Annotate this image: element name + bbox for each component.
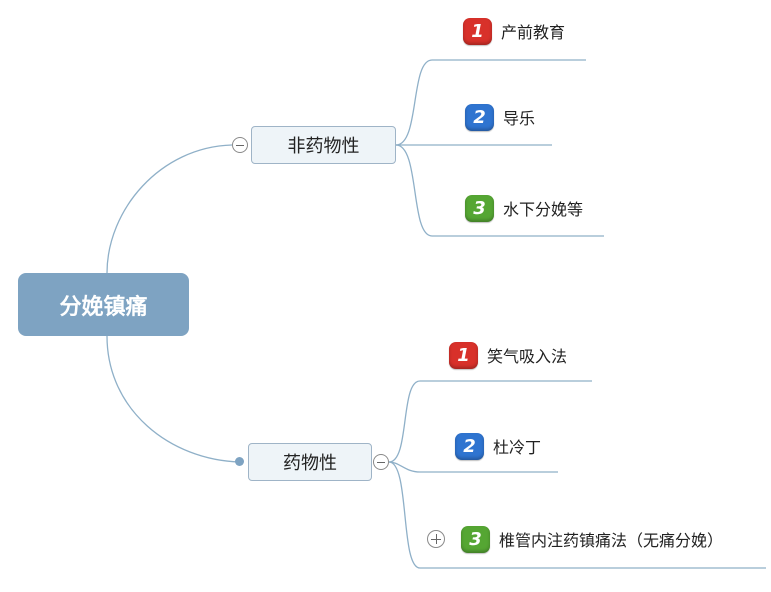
leaf-item[interactable]: 1 产前教育 [463, 16, 565, 46]
nondrug-to-leaf1-connector [395, 59, 586, 146]
drug-to-leaf3-connector [388, 461, 766, 569]
leaf-item[interactable]: 3 椎管内注药镇痛法（无痛分娩） [461, 524, 723, 554]
root-topic[interactable]: 分娩镇痛 [18, 273, 189, 336]
leaf-label: 水下分娩等 [503, 200, 584, 219]
leaf-item[interactable]: 2 杜冷丁 [455, 431, 541, 461]
priority-1-icon: 1 [463, 17, 492, 45]
leaf-label: 导乐 [503, 109, 536, 128]
branch-topic-label: 药物性 [283, 453, 337, 474]
priority-3-icon: 3 [465, 194, 494, 222]
drug-to-leaf2-connector [388, 461, 558, 473]
leaf-item[interactable]: 2 导乐 [465, 102, 535, 132]
collapse-nondrug-icon[interactable] [232, 137, 248, 153]
root-to-drug-connector [106, 335, 241, 463]
collapse-drug-icon[interactable] [373, 454, 389, 470]
branch-topic-nondrug[interactable]: 非药物性 [251, 126, 396, 164]
branch-topic-label: 非药物性 [287, 136, 360, 157]
root-to-nondrug-connector [106, 144, 233, 274]
leaf-label: 椎管内注药镇痛法（无痛分娩） [499, 531, 724, 550]
priority-1-icon: 1 [449, 341, 478, 369]
priority-2-icon: 2 [465, 103, 494, 131]
leaf-label: 杜冷丁 [493, 438, 542, 457]
root-topic-label: 分娩镇痛 [59, 294, 148, 320]
leaf-label: 笑气吸入法 [487, 347, 568, 366]
branch-topic-drug[interactable]: 药物性 [248, 443, 372, 481]
leaf-item[interactable]: 1 笑气吸入法 [449, 340, 567, 370]
nondrug-to-leaf3-connector [395, 144, 604, 237]
drug-to-leaf1-connector [388, 380, 592, 463]
expand-plus-icon[interactable] [427, 530, 445, 548]
leaf-item[interactable]: 3 水下分娩等 [465, 193, 583, 223]
branch-anchor-dot [235, 457, 244, 466]
leaf-label: 产前教育 [501, 23, 566, 42]
priority-3-icon: 3 [461, 525, 490, 553]
priority-2-icon: 2 [455, 432, 484, 460]
